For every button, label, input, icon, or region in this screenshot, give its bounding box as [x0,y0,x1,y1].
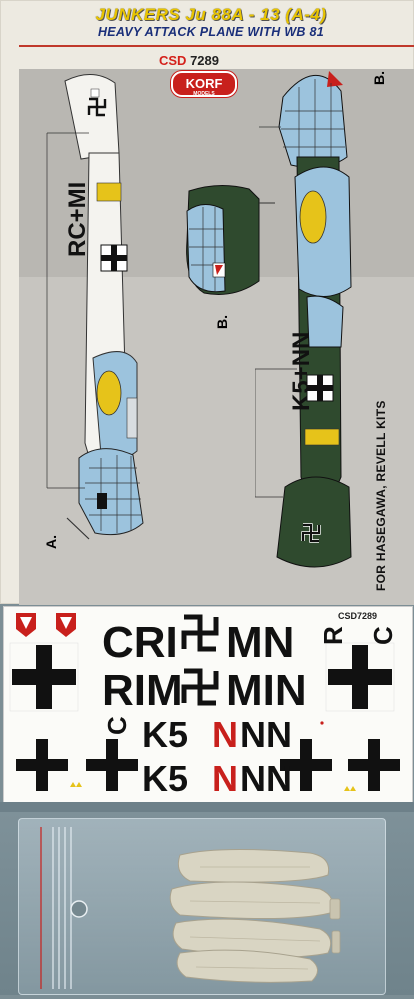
decal-sheet: CSD7289 CRI M [3,606,413,803]
bag-hang-hole [70,900,88,918]
box-art-card: JUNKERS Ju 88A - 13 (A-4) HEAVY ATTACK P… [0,0,414,605]
resin-part [176,949,318,983]
brand-logo: KORF MODELS [171,71,237,97]
scheme-b-aircraft: K5+NN [255,71,352,568]
brand-sub: MODELS [193,91,215,97]
zip-bag-details [40,827,88,989]
decal-cross-small [86,739,138,791]
resin-part [169,881,333,920]
decal-cross-small [16,739,68,791]
decal-letters: MN [226,618,294,667]
decal-letters-red: N [212,714,238,755]
decal-cross-large-right [325,642,395,712]
decal-letters: NN [240,714,292,755]
kit-subtitle: HEAVY ATTACK PLANE WITH WB 81 [97,25,325,39]
decal-cross-small [280,739,332,791]
brand-name: KORF [185,76,223,91]
scheme-b-label-nose: B. [214,315,230,329]
decal-letters: RIM [102,666,183,715]
catalog-number: CSD 7289 [159,53,219,68]
decal-letters: C [102,716,132,735]
kits-note: FOR HASEGAWA, REVELL KITS [374,400,388,591]
decal-letters-red: N [212,758,238,799]
scheme-a-label: A. [43,535,59,549]
decal-letters: R [318,626,348,645]
scheme-b-nose-detail [186,185,275,295]
fuselage-cross-a [100,244,128,272]
scheme-b-label: B. [371,71,387,85]
photo-background-strip [0,802,414,812]
decal-sheet-art: CSD7289 CRI M [9,611,400,799]
title-divider [19,45,414,47]
kit-title: JUNKERS Ju 88A - 13 (A-4) [95,5,327,24]
decal-letters: CRI [102,618,178,667]
decal-swastika [181,668,219,706]
catalog-digits: 7289 [190,53,219,68]
decal-catalog: CSD7289 [338,611,377,621]
scheme-a-aircraft: RC+MI [46,74,144,540]
decal-letters: C [368,626,398,645]
resin-gun-pods [169,848,341,983]
tail-swastika-a [87,97,107,117]
fuselage-cross-b [306,374,334,402]
resin-part [177,848,330,883]
decal-cross-small [348,739,400,791]
decal-letters: MIN [226,666,307,715]
tail-swastika-b [301,523,321,543]
decal-cross-large-left [9,642,79,712]
decal-swastika [181,614,219,652]
decal-letters: NN [240,758,292,799]
decal-letters: K5 [142,758,188,799]
catalog-prefix: CSD [159,53,187,68]
code-letters-a: RC+MI [64,182,91,257]
decal-letters: K5 [142,714,188,755]
resin-part [172,918,332,958]
